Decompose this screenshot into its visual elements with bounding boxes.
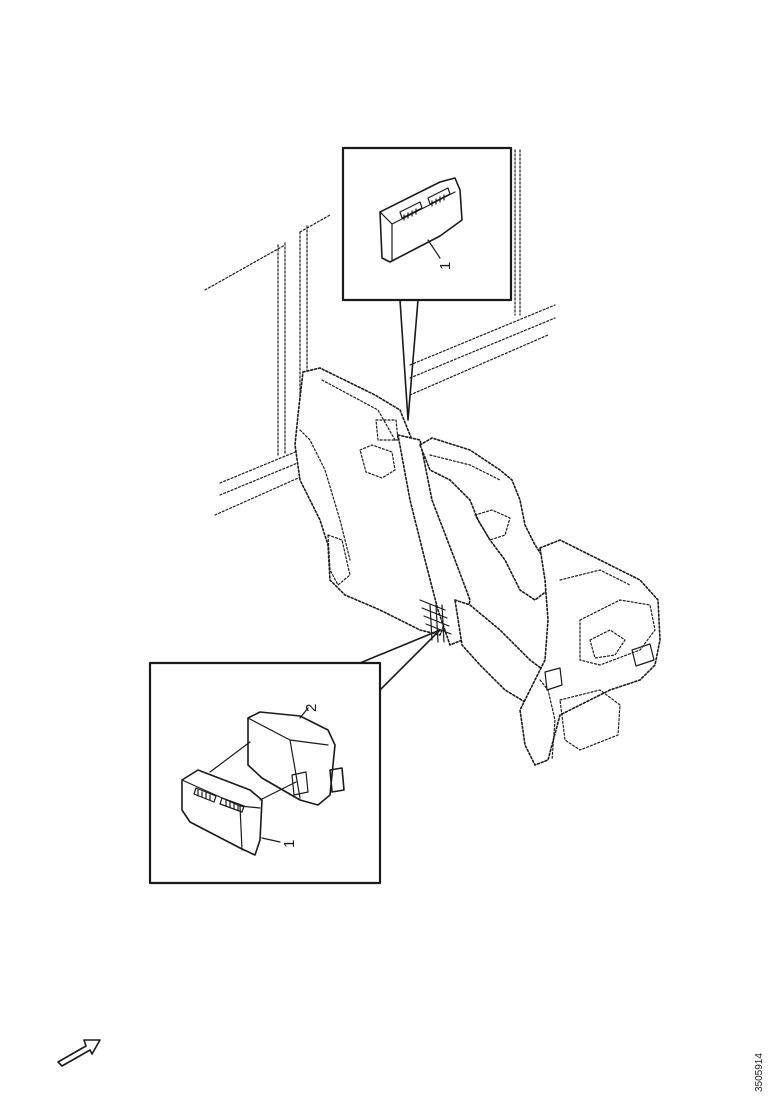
forward-arrow-icon [57, 1039, 101, 1067]
bottom-detail-inset: 2 1 [148, 629, 441, 885]
module-part-1-bottom [181, 769, 263, 856]
callout-label-bottom-2: 2 [303, 704, 320, 712]
top-detail-inset: 1 [341, 146, 513, 421]
frame-lines [204, 149, 556, 516]
module-part-1-top [379, 177, 463, 263]
figure-code-label: 3505914 [754, 1053, 765, 1092]
callout-label-top-1: 1 [437, 262, 454, 270]
control-unit-part-2 [247, 711, 345, 806]
callout-label-bottom-1: 1 [281, 840, 298, 848]
main-assembly [294, 367, 661, 766]
